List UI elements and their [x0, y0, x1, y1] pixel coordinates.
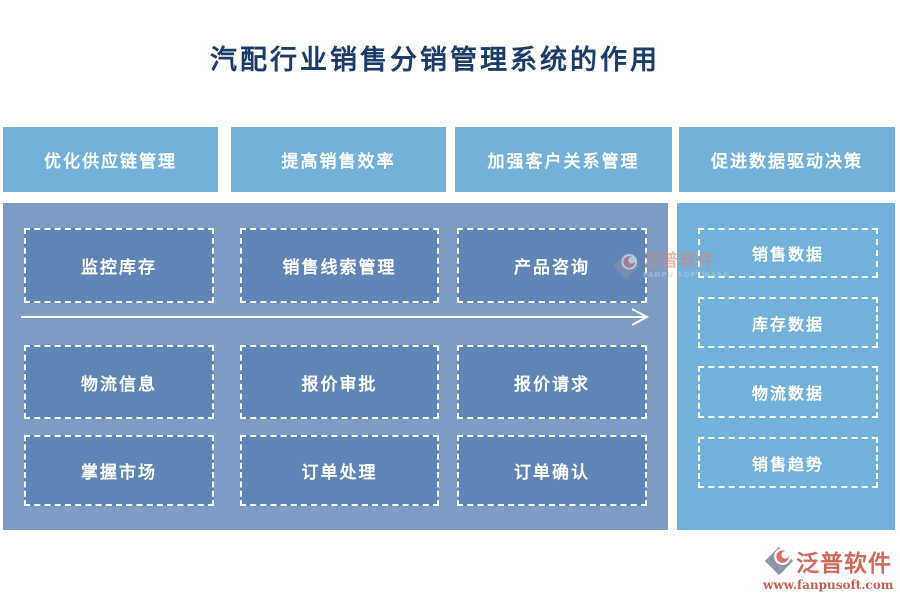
main-process-panel: 监控库存 销售线索管理 产品咨询 物流信息 报价审批 报价请求 掌握市场 订单处…: [3, 203, 668, 530]
data-panel: 销售数据 库存数据 物流数据 销售趋势: [677, 203, 895, 530]
box-sales-lead-management: 销售线索管理: [240, 228, 439, 303]
box-sales-trend: 销售趋势: [698, 437, 878, 488]
box-order-confirmation: 订单确认: [457, 435, 647, 506]
box-sales-data: 销售数据: [698, 228, 878, 278]
box-inventory-data: 库存数据: [698, 297, 878, 348]
header-optimize-supply-chain: 优化供应链管理: [3, 127, 218, 192]
page-title: 汽配行业销售分销管理系统的作用: [210, 45, 660, 76]
box-logistics-info: 物流信息: [24, 345, 214, 419]
arrow-right-icon: [21, 308, 650, 326]
box-quotation-approval: 报价审批: [240, 345, 439, 419]
header-promote-data-driven-decisions: 促进数据驱动决策: [679, 127, 895, 192]
box-grasp-market: 掌握市场: [24, 435, 214, 506]
box-quotation-request: 报价请求: [457, 345, 647, 419]
header-improve-sales-efficiency: 提高销售效率: [231, 127, 446, 192]
box-order-processing: 订单处理: [240, 435, 439, 506]
header-strengthen-customer-relations: 加强客户关系管理: [455, 127, 672, 192]
fanpu-logo-icon: [764, 546, 794, 576]
watermark-footer: 泛普软件 www.fanpusoft.com: [763, 544, 893, 592]
box-monitor-inventory: 监控库存: [24, 228, 214, 303]
watermark-url: www.fanpusoft.com: [763, 578, 894, 592]
box-logistics-data: 物流数据: [698, 366, 878, 418]
watermark-brand: 泛普软件: [796, 551, 892, 577]
box-product-consultation: 产品咨询: [457, 228, 647, 303]
